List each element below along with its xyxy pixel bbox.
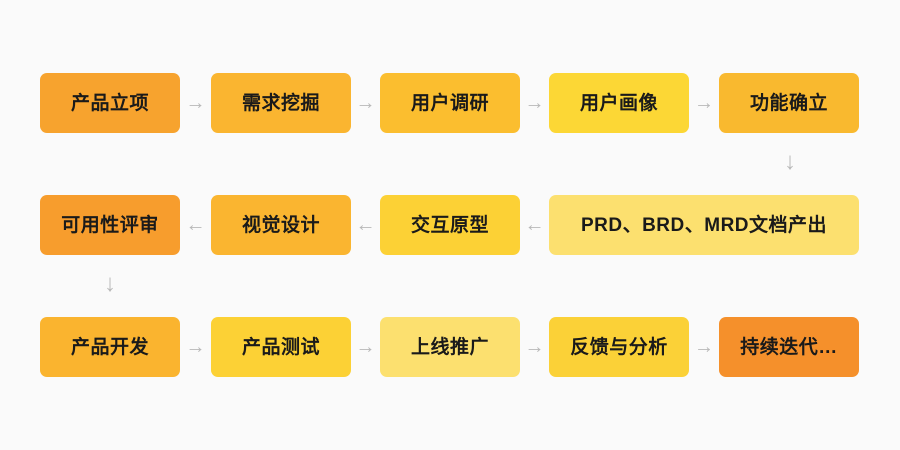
arrow-right-icon: → xyxy=(524,336,545,358)
flow-node-label: 上线推广 xyxy=(410,336,489,358)
flow-node-label: 产品开发 xyxy=(70,336,149,358)
flow-node[interactable]: 视觉设计 xyxy=(211,195,351,255)
flow-node-label: 产品立项 xyxy=(70,92,149,114)
flow-node[interactable]: 需求挖掘 xyxy=(211,73,351,133)
flow-node[interactable]: 交互原型 xyxy=(380,195,520,255)
arrow-left-icon: ← xyxy=(355,214,376,236)
flow-node[interactable]: 产品开发 xyxy=(40,317,180,377)
flow-node-label: 需求挖掘 xyxy=(241,92,320,114)
arrow-right-icon: → xyxy=(185,92,206,114)
flow-node-label: 用户画像 xyxy=(579,92,658,114)
flow-node[interactable]: 上线推广 xyxy=(380,317,520,377)
flow-node[interactable]: 产品立项 xyxy=(40,73,180,133)
flow-node-label: 功能确立 xyxy=(749,92,828,114)
flow-node[interactable]: 产品测试 xyxy=(211,317,351,377)
arrow-left-icon: ← xyxy=(185,214,206,236)
flow-node-label: PRD、BRD、MRD文档产出 xyxy=(580,214,828,236)
flow-node[interactable]: 反馈与分析 xyxy=(549,317,689,377)
arrow-down-icon: ↓ xyxy=(104,270,116,297)
arrow-right-icon: → xyxy=(355,92,376,114)
flow-node[interactable]: 持续迭代… xyxy=(719,317,859,377)
flow-node[interactable]: PRD、BRD、MRD文档产出 xyxy=(549,195,859,255)
flow-node-label: 产品测试 xyxy=(241,336,320,358)
arrow-left-icon: ← xyxy=(524,214,545,236)
flow-node[interactable]: 功能确立 xyxy=(719,73,859,133)
flow-node-label: 持续迭代… xyxy=(740,336,838,358)
flow-node-label: 用户调研 xyxy=(410,92,489,114)
arrow-right-icon: → xyxy=(185,336,206,358)
flow-node[interactable]: 可用性评审 xyxy=(40,195,180,255)
arrow-right-icon: → xyxy=(524,92,545,114)
flow-node[interactable]: 用户调研 xyxy=(380,73,520,133)
arrow-right-icon: → xyxy=(694,92,714,114)
arrow-right-icon: → xyxy=(355,336,376,358)
flow-node-label: 反馈与分析 xyxy=(570,336,668,358)
flow-node-label: 可用性评审 xyxy=(61,214,159,236)
arrow-right-icon: → xyxy=(694,336,714,358)
flow-node-label: 视觉设计 xyxy=(241,214,320,236)
arrow-down-icon: ↓ xyxy=(784,148,796,175)
flow-node-label: 交互原型 xyxy=(410,214,489,236)
flow-node[interactable]: 用户画像 xyxy=(549,73,689,133)
